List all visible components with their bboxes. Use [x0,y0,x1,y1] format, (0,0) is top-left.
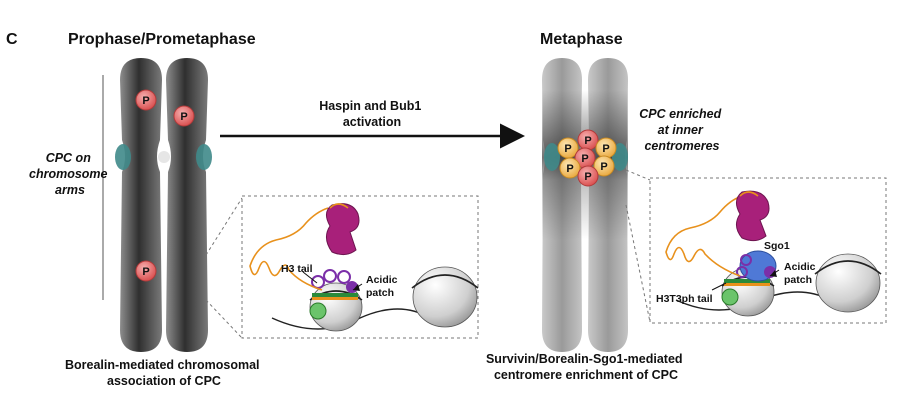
kinetochore-right [196,144,212,170]
sgo1-label: Sgo1 [764,240,790,252]
phospho-mark: P [135,260,157,282]
kinetochore-left [115,144,131,170]
phospho-mark: P [135,89,157,111]
svg-text:P: P [142,266,149,278]
phospho-mark: P [173,105,195,127]
svg-text:P: P [600,161,607,173]
left-inset-box [241,195,479,339]
left-acidic-label: Acidic patch [366,274,400,299]
panel-label: C [6,31,18,48]
arrow-label: Haspin and Bub1 activation [319,99,425,129]
svg-text:P: P [584,135,591,147]
left-inset-nucleosome [271,266,479,332]
phospho-cluster: P P P P P P P [557,129,617,187]
phospho-mark: P [559,157,581,179]
right-caption: Survivin/Borealin-Sgo1-mediated centrome… [486,352,686,382]
left-inset-cpc [249,203,360,293]
right-acidic-label: Acidic patch [784,261,818,286]
svg-text:P: P [602,143,609,155]
phospho-mark: P [577,165,599,187]
right-h3t3ph-label: H3T3ph tail [656,293,713,305]
kinetochore-left [544,143,560,171]
left-h3-tail-label: H3 tail [281,263,313,275]
left-side-label: CPC on chromosome arms [29,151,111,197]
svg-text:P: P [564,143,571,155]
right-inset-cpc [665,190,777,282]
svg-text:P: P [581,153,588,165]
svg-text:P: P [566,163,573,175]
left-caption: Borealin-mediated chromosomal associatio… [65,358,263,388]
right-side-label: CPC enriched at inner centromeres [639,107,724,153]
phospho-mark: P [577,129,599,151]
svg-text:P: P [584,171,591,183]
phospho-mark: P [593,155,615,177]
histone-green-icon [309,302,327,320]
left-chromosome [115,58,212,352]
phospho-mark: P [595,137,617,159]
histone-green-icon [721,288,739,306]
right-inset-box [649,177,887,324]
right-chromosome [542,58,628,352]
left-title: Prophase/Prometaphase [68,31,256,48]
right-inset-nucleosome [675,253,882,317]
svg-text:P: P [142,95,149,107]
svg-text:P: P [180,111,187,123]
right-title: Metaphase [540,31,623,48]
